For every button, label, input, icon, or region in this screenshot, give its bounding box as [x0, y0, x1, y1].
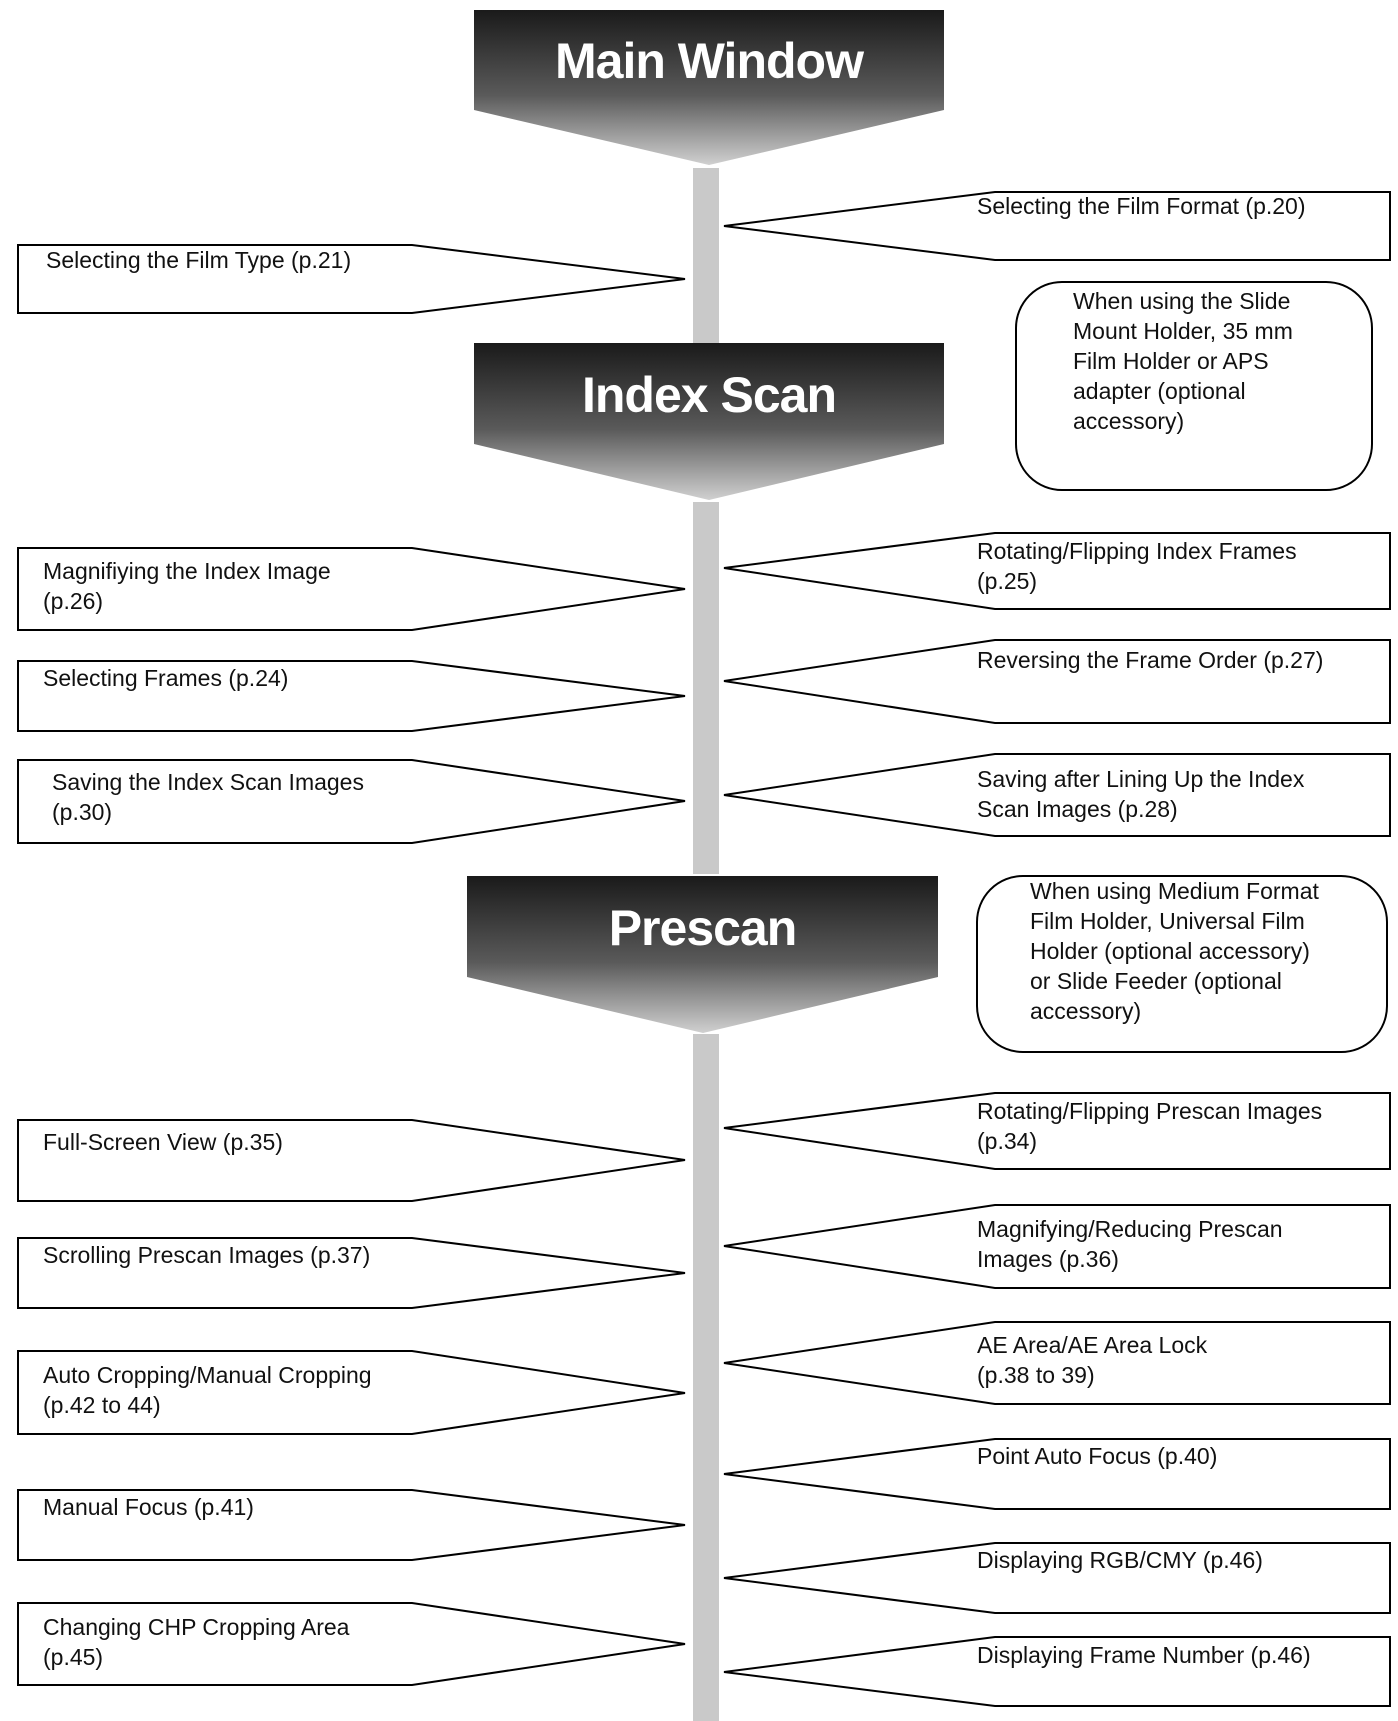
callout-left-magnify-index: [17, 547, 686, 631]
callout-left-saving-index: [17, 759, 686, 844]
note-text-index: When using the Slide Mount Holder, 35 mm…: [1073, 288, 1293, 434]
callout-left-scrolling: [17, 1237, 686, 1309]
label-left-chp-cropping: Changing CHP Cropping Area (p.45): [43, 1614, 350, 1670]
callout-right-magnify-prescan: [723, 1204, 1391, 1289]
label-right-point-af: Point Auto Focus (p.40): [977, 1443, 1218, 1469]
note-text-prescan: When using Medium Format Film Holder, Un…: [1030, 878, 1319, 1024]
note-box-index: [1015, 281, 1373, 491]
callout-left-manual-focus: [17, 1489, 686, 1561]
label-left-magnify-index: Magnifiying the Index Image (p.26): [43, 558, 331, 614]
spine-segment: [693, 168, 719, 343]
label-left-saving-index: Saving the Index Scan Images (p.30): [52, 769, 364, 825]
callout-right-ae-area: [723, 1321, 1391, 1405]
stage-title-index-scan: Index Scan: [582, 367, 837, 423]
callout-right-rotate-prescan: [723, 1092, 1391, 1170]
stage-prescan-banner: [467, 876, 938, 1033]
label-right-lining-up: Saving after Lining Up the Index Scan Im…: [977, 766, 1305, 822]
callout-right-lining-up: [723, 753, 1391, 837]
label-right-magnify-prescan: Magnifying/Reducing Prescan Images (p.36…: [977, 1216, 1283, 1272]
label-right-rgb-cmy: Displaying RGB/CMY (p.46): [977, 1547, 1263, 1573]
callout-left-chp-cropping: [17, 1602, 686, 1686]
callout-right-rotate-index: [723, 532, 1391, 610]
stage-index-scan-banner: [474, 343, 944, 500]
label-right-film-format: Selecting the Film Format (p.20): [977, 193, 1306, 219]
label-right-rotate-index: Rotating/Flipping Index Frames (p.25): [977, 538, 1297, 594]
callout-right-rgb-cmy: [723, 1542, 1391, 1614]
stage-main-window-banner: [474, 10, 944, 165]
callout-left-cropping: [17, 1350, 686, 1435]
callout-left-full-screen: [17, 1119, 686, 1202]
label-right-frame-number: Displaying Frame Number (p.46): [977, 1642, 1311, 1668]
label-right-reverse-order: Reversing the Frame Order (p.27): [977, 647, 1324, 673]
callout-left-selecting-frames: [17, 660, 686, 732]
label-left-manual-focus: Manual Focus (p.41): [43, 1494, 254, 1520]
stage-title-main-window: Main Window: [555, 33, 864, 89]
callout-right-point-af: [723, 1438, 1391, 1510]
label-left-scrolling: Scrolling Prescan Images (p.37): [43, 1242, 371, 1268]
callout-right-reverse-order: [723, 639, 1391, 724]
stage-title-prescan: Prescan: [608, 900, 798, 956]
callout-right-film-format: [723, 191, 1391, 261]
label-right-rotate-prescan: Rotating/Flipping Prescan Images (p.34): [977, 1098, 1323, 1154]
callout-right-frame-number: [723, 1636, 1391, 1707]
label-right-ae-area: AE Area/AE Area Lock (p.38 to 39): [977, 1332, 1208, 1388]
label-left-film-type: Selecting the Film Type (p.21): [46, 247, 352, 273]
callout-left-film-type: [17, 244, 686, 314]
spine-segment: [693, 502, 719, 874]
label-left-cropping: Auto Cropping/Manual Cropping (p.42 to 4…: [43, 1362, 372, 1418]
label-left-selecting-frames: Selecting Frames (p.24): [43, 665, 289, 691]
label-left-full-screen: Full-Screen View (p.35): [43, 1129, 283, 1155]
spine-segment: [693, 1034, 719, 1721]
note-box-prescan: [976, 875, 1388, 1053]
